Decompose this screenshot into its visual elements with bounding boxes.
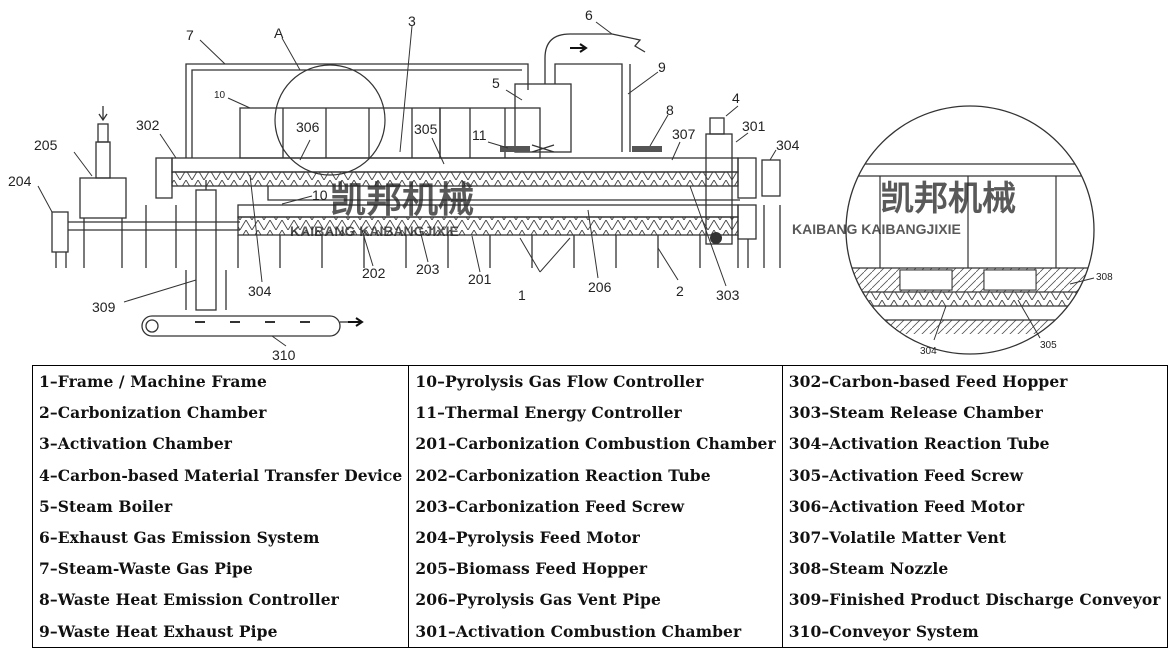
callout-302: 301 — [742, 118, 766, 134]
legend-cell: 9–Waste Heat Exhaust Pipe — [31, 615, 410, 648]
callout-1: 1 — [518, 287, 526, 303]
callout-203: 203 — [416, 261, 440, 277]
callout-305: 305 — [414, 121, 438, 137]
legend-cell: 205–Biomass Feed Hopper — [408, 553, 783, 585]
legend-cell: 10–Pyrolysis Gas Flow Controller — [408, 365, 783, 398]
machine-drawing — [51, 33, 781, 337]
callout-labels: 7 A 3 6 9 5 8 11 10 10 302 205 204 306 3… — [8, 7, 800, 363]
detail-callout-304: 304 — [920, 346, 937, 357]
callout-201: 201 — [468, 271, 492, 287]
detail-callout-305: 305 — [1040, 340, 1057, 351]
machine-fill — [195, 43, 722, 327]
callout-303: 302 — [136, 117, 160, 133]
legend-cell: 11–Thermal Energy Controller — [408, 397, 783, 429]
legend-row: 7–Steam-Waste Gas Pipe 205–Biomass Feed … — [31, 553, 1168, 585]
legend-cell: 2–Carbonization Chamber — [31, 397, 410, 429]
callout-308: 306 — [296, 119, 320, 135]
legend-cell: 8–Waste Heat Emission Controller — [31, 584, 410, 616]
legend-row: 8–Waste Heat Emission Controller 206–Pyr… — [31, 584, 1168, 616]
callout-9: 9 — [658, 59, 666, 75]
callout-202: 202 — [362, 265, 386, 281]
legend-cell: 305–Activation Feed Screw — [781, 459, 1168, 491]
legend-cell: 307–Volatile Matter Vent — [781, 521, 1168, 554]
callout-307: 307 — [672, 126, 696, 142]
legend-row: 3–Activation Chamber 201–Carbonization C… — [31, 428, 1168, 460]
callout-205: 205 — [34, 137, 58, 153]
detail-watermark-cn: 凯邦机械 — [880, 180, 1016, 218]
callout-10-top: 10 — [214, 90, 226, 101]
legend-cell: 303–Steam Release Chamber — [781, 397, 1168, 429]
legend-cell: 5–Steam Boiler — [31, 490, 410, 522]
watermark: 凯邦机械 KAIBANG KAIBANGJIXIE — [290, 179, 474, 239]
callout-310: 310 — [272, 347, 296, 363]
callout-6: 6 — [585, 7, 593, 23]
legend-cell: 306–Activation Feed Motor — [781, 490, 1168, 522]
legend-row: 6–Exhaust Gas Emission System 204–Pyroly… — [31, 521, 1168, 554]
callout-4: 4 — [732, 90, 740, 106]
legend-cell: 309–Finished Product Discharge Conveyor — [781, 584, 1168, 616]
callout-11: 11 — [472, 127, 487, 143]
legend-cell: 310–Conveyor System — [781, 615, 1168, 648]
callout-a: A — [274, 25, 284, 41]
machine-diagram: 凯邦机械 KAIBANG KAIBANGJIXIE 7 A 3 6 9 5 8 … — [8, 7, 1113, 363]
detail-view: 凯邦机械 KAIBANG KAIBANGJIXIE 308 304 305 — [792, 105, 1113, 357]
callout-301: 303 — [716, 287, 740, 303]
detail-watermark-en: KAIBANG KAIBANGJIXIE — [792, 221, 961, 237]
legend-row: 2–Carbonization Chamber 11–Thermal Energ… — [31, 397, 1168, 429]
legend-row: 1–Frame / Machine Frame 10–Pyrolysis Gas… — [31, 365, 1168, 398]
legend-cell: 308–Steam Nozzle — [781, 553, 1168, 585]
legend-row: 5–Steam Boiler 203–Carbonization Feed Sc… — [31, 490, 1168, 522]
callout-206: 206 — [588, 279, 612, 295]
leader-lines — [37, 21, 777, 347]
callout-7: 7 — [186, 27, 194, 43]
legend-cell: 302–Carbon-based Feed Hopper — [781, 365, 1168, 398]
callout-3: 3 — [408, 13, 416, 29]
legend-row: 4–Carbon-based Material Transfer Device … — [31, 459, 1168, 491]
legend-cell: 204–Pyrolysis Feed Motor — [408, 521, 783, 554]
callout-304: 304 — [248, 283, 272, 299]
legend-cell: 201–Carbonization Combustion Chamber — [408, 428, 783, 460]
legend-cell: 304–Activation Reaction Tube — [781, 428, 1168, 460]
legend-cell: 3–Activation Chamber — [31, 428, 410, 460]
legend-cell: 301–Activation Combustion Chamber — [408, 615, 783, 648]
parts-legend-table: 1–Frame / Machine Frame 10–Pyrolysis Gas… — [31, 365, 1168, 648]
watermark-brand-cn: 凯邦机械 — [330, 179, 474, 220]
callout-306: 304 — [776, 137, 800, 153]
detail-callout-308: 308 — [1096, 272, 1113, 283]
callout-5: 5 — [492, 75, 500, 91]
legend-cell: 1–Frame / Machine Frame — [31, 365, 410, 398]
legend-cell: 206–Pyrolysis Gas Vent Pipe — [408, 584, 783, 616]
legend-cell: 6–Exhaust Gas Emission System — [31, 521, 410, 554]
legend-cell: 4–Carbon-based Material Transfer Device — [31, 459, 410, 491]
watermark-brand-en: KAIBANG KAIBANGJIXIE — [290, 223, 459, 239]
legend-cell: 202–Carbonization Reaction Tube — [408, 459, 783, 491]
callout-8: 8 — [666, 102, 674, 118]
callout-204: 204 — [8, 173, 32, 189]
callout-10: 10 — [312, 187, 328, 203]
detail-a-marker — [274, 64, 386, 176]
callout-2: 2 — [676, 283, 684, 299]
legend-cell: 7–Steam-Waste Gas Pipe — [31, 553, 410, 585]
legend-row: 9–Waste Heat Exhaust Pipe 301–Activation… — [31, 615, 1168, 648]
legend-cell: 203–Carbonization Feed Screw — [408, 490, 783, 522]
callout-309: 309 — [92, 299, 116, 315]
